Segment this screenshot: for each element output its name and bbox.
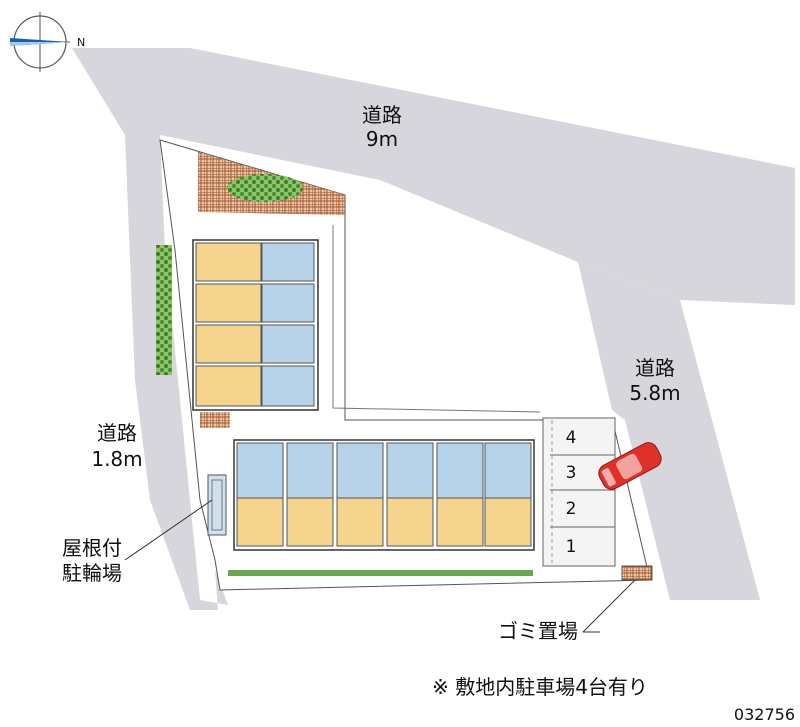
unit-b1	[236, 442, 284, 547]
tile-area-small	[200, 412, 230, 428]
garbage-label: ゴミ置場	[498, 619, 578, 643]
unit-b2	[286, 442, 334, 547]
parking-note: ※ 敷地内駐車場4台有り	[432, 675, 648, 699]
road-right-name: 道路	[635, 356, 675, 380]
parking-space-1: 1	[566, 537, 577, 557]
road-top-width: 9m	[366, 127, 398, 151]
parking-space-3: 3	[566, 463, 577, 483]
roads	[72, 48, 795, 610]
garbage-area	[621, 565, 653, 581]
compass-icon	[10, 12, 70, 72]
unit-b5	[436, 442, 484, 547]
bicycle-parking	[207, 474, 227, 536]
unit-b3	[336, 442, 384, 547]
building-b	[233, 439, 535, 551]
parking-area	[542, 417, 616, 567]
site-walkway	[332, 225, 541, 413]
road-left	[125, 135, 228, 610]
compass-north-label: N	[77, 36, 85, 49]
road-right-width: 5.8m	[629, 381, 680, 405]
building-a	[192, 239, 319, 411]
road-main-top	[72, 48, 795, 305]
greenery-left	[156, 245, 172, 375]
parking-space-2: 2	[566, 499, 577, 519]
unit-b6	[484, 442, 532, 547]
greenery-bottom	[228, 570, 533, 576]
parking-space-4: 4	[566, 428, 577, 448]
bicycle-parking-leader	[124, 499, 213, 561]
unit-a4	[195, 365, 315, 407]
road-top-name: 道路	[362, 103, 402, 127]
car-icon	[598, 442, 662, 490]
road-left-name: 道路	[97, 421, 137, 445]
unit-a3	[195, 324, 315, 364]
unit-b4	[386, 442, 434, 547]
bicycle-parking-label-line2: 駐輪場	[62, 561, 122, 585]
road-left-width: 1.8m	[91, 447, 142, 471]
bicycle-parking-label-line1: 屋根付	[62, 536, 122, 560]
unit-a2	[195, 283, 315, 323]
property-id: 032756	[734, 705, 795, 724]
road-right	[578, 262, 760, 600]
unit-a1	[195, 242, 315, 282]
garbage-leader	[582, 579, 636, 633]
greenery-top	[227, 174, 303, 202]
